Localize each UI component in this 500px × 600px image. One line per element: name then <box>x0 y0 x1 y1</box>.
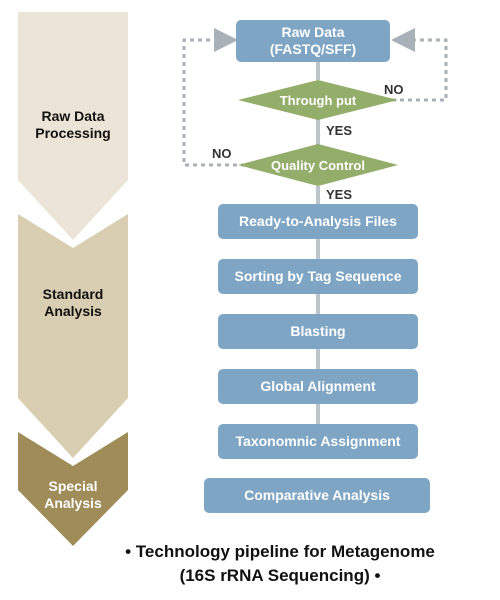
caption-line-1: • Technology pipeline for Metagenome <box>125 542 435 561</box>
yes-label-throughput: YES <box>326 123 353 138</box>
stage-label-raw-processing-line2: Processing <box>35 125 111 141</box>
stage-chevron-raw-processing <box>18 12 128 240</box>
step-taxonomic-assignment: Taxonomnic Assignment <box>218 424 418 459</box>
step-sorting-by-tag: Sorting by Tag Sequence <box>218 259 418 294</box>
no-label-quality: NO <box>212 146 232 161</box>
caption-line-2: (16S rRNA Sequencing) • <box>179 566 381 585</box>
decision-diamond-throughput <box>238 80 398 120</box>
stage-label-standard-analysis-line2: Analysis <box>44 303 102 319</box>
step-ready-to-analysis: Ready-to-Analysis Files <box>218 204 418 239</box>
step-blasting: Blasting <box>218 314 418 349</box>
stage-label-special-analysis-line1: Special <box>48 478 98 494</box>
step-global-alignment: Global Alignment <box>218 369 418 404</box>
feedback-loop-quality-no <box>182 28 245 167</box>
raw-data-title: Raw Data <box>281 24 345 40</box>
decision-diamond-quality <box>238 144 398 186</box>
raw-data-format: (FASTQ/SFF) <box>269 41 357 57</box>
stage-label-standard-analysis-line1: Standard <box>42 286 104 302</box>
yes-label-quality: YES <box>326 187 353 202</box>
feedback-loop-throughput-no <box>391 28 448 102</box>
throughput-label: Through put <box>279 92 357 108</box>
stage-label-standard-analysis: Standard Analysis <box>18 286 128 320</box>
quality-control-label: Quality Control <box>271 157 365 173</box>
stage-label-special-analysis: Special Analysis <box>18 478 128 512</box>
raw-data-box: Raw Data (FASTQ/SFF) <box>236 20 390 62</box>
no-label-throughput: NO <box>384 82 404 97</box>
stage-label-raw-processing: Raw Data Processing <box>18 108 128 142</box>
stage-chevron-special-analysis <box>18 432 128 546</box>
stage-chevron-standard-analysis <box>18 214 128 458</box>
stage-label-special-analysis-line2: Analysis <box>44 495 102 511</box>
stage-label-raw-processing-line1: Raw Data <box>41 108 105 124</box>
step-comparative-analysis: Comparative Analysis <box>204 478 430 513</box>
